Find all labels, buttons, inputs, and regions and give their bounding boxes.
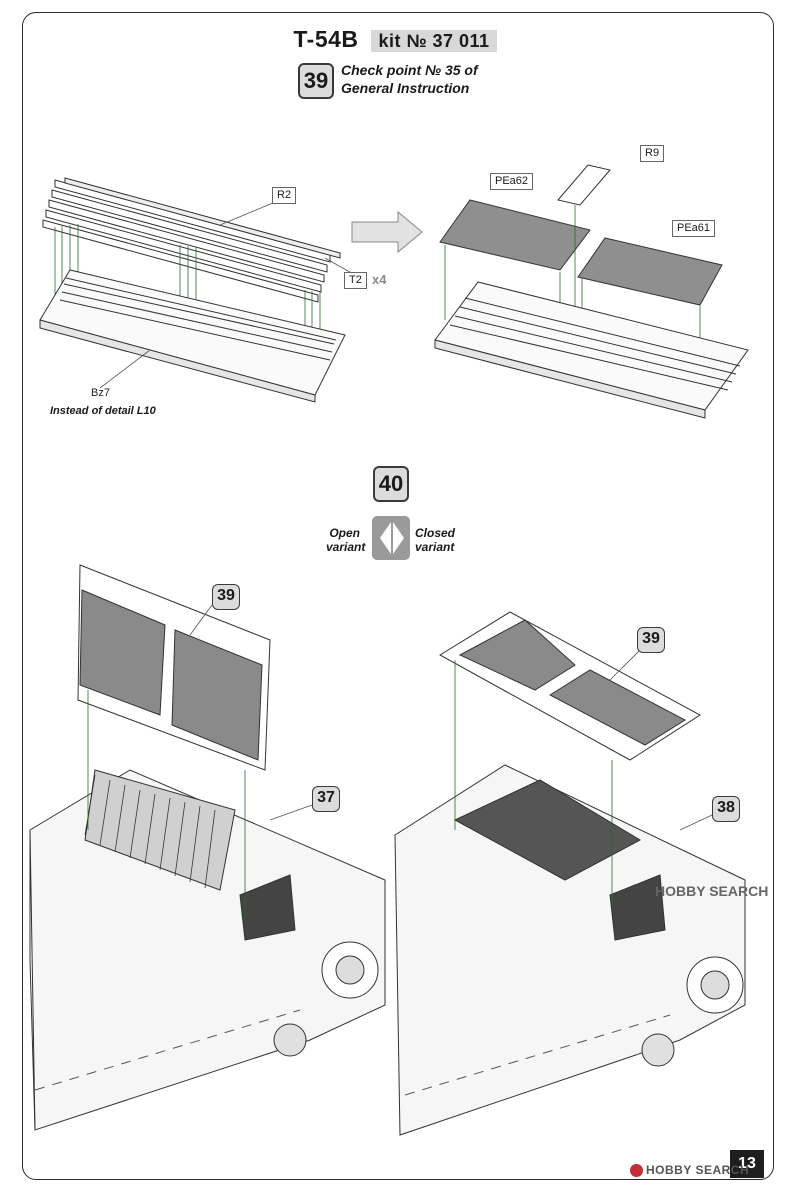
part-pea62-label: PEa62 [490, 173, 534, 190]
closed-variant-label: Closed variant [415, 526, 455, 554]
r2-leader [219, 199, 281, 226]
bz7-base-plate [39, 269, 346, 403]
arrow-icon [351, 210, 423, 254]
instruction-line-2: General Instruction [341, 80, 470, 96]
open-guide-lines [87, 690, 246, 920]
part-bz7-label: Bz7 [91, 387, 110, 399]
open-closed-icon [372, 516, 410, 560]
callout-right-38: 38 [712, 796, 740, 822]
model-name: T-54B [293, 26, 359, 52]
step-40-badge: 40 [373, 466, 409, 502]
closed-hull-drawing [394, 611, 746, 1136]
closed-variant-line-2: variant [415, 540, 455, 554]
open-grille [84, 774, 216, 889]
page-frame [22, 12, 774, 1180]
open-variant-line-1: Open [329, 526, 360, 540]
part-r9-label: R9 [640, 145, 665, 162]
open-variant-label: Open variant [326, 526, 366, 554]
pea61-mesh-plate [577, 237, 723, 306]
step-39-instruction: Check point № 35 of General Instruction [341, 61, 478, 97]
right-39-leader [609, 649, 641, 681]
closed-guide-lines [454, 660, 613, 905]
kit-number: kit № 37 011 [371, 30, 497, 52]
step-39-badge: 39 [298, 63, 334, 99]
page-header: T-54B kit № 37 011 [0, 26, 790, 53]
open-variant-line-2: variant [326, 540, 366, 554]
pea62-mesh-plate [439, 199, 591, 271]
part-bz7-note: Instead of detail L10 [50, 405, 156, 417]
part-r2-label: R2 [272, 187, 297, 204]
page-number: 13 [730, 1150, 764, 1178]
r2-rack-frame [42, 177, 341, 303]
left-39-leader [189, 604, 213, 636]
watermark-corner: HOBBY SEARCH [630, 1163, 750, 1178]
part-t2-label: T2 [344, 272, 367, 289]
assembled-base [434, 281, 749, 419]
callout-left-37: 37 [312, 786, 340, 812]
closed-variant-line-1: Closed [415, 526, 456, 540]
part-pea61-label: PEa61 [672, 220, 716, 237]
callout-right-39: 39 [637, 627, 665, 653]
hobby-search-logo-icon [630, 1164, 643, 1178]
right-38-leader [679, 814, 713, 831]
callout-left-39: 39 [212, 584, 240, 610]
watermark-corner-text: HOBBY SEARCH [646, 1163, 750, 1177]
r9-part [557, 164, 611, 206]
left-37-leader [269, 804, 313, 821]
bz7-leader [99, 349, 151, 389]
watermark-mid: HOBBY SEARCH [655, 883, 769, 899]
part-t2-qty: x4 [372, 272, 387, 287]
instruction-line-1: Check point № 35 of [341, 62, 478, 78]
open-hull-drawing [29, 564, 386, 1131]
